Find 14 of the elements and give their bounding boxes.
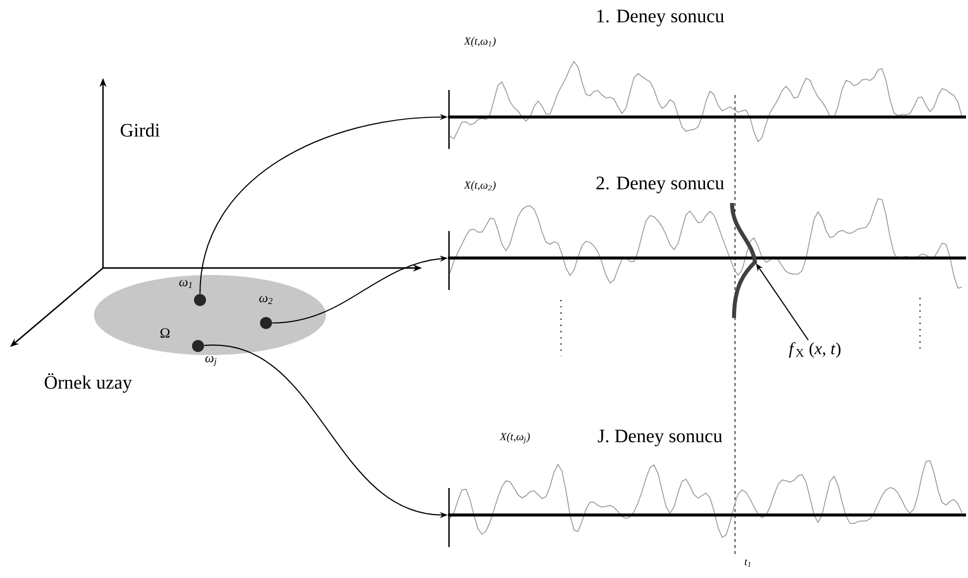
point-label: ω$_{2}$: [259, 296, 272, 304]
point-label: ω$_{j}$: [205, 356, 216, 366]
plot-title: 1. Deney sonucu: [597, 10, 724, 26]
plot-title: 2. Deney sonucu: [596, 176, 724, 194]
signal-label: X(t,ω$_{j}$): [500, 432, 530, 444]
signal-label: X(t,ω$_{1}$): [464, 37, 496, 47]
density-curve: [730, 202, 757, 318]
plot-title: J. Deney sonucu: [598, 430, 722, 446]
signal-label: X(t,ω$_{2}$): [464, 181, 496, 191]
point-label: ω$_{1}$: [179, 280, 192, 288]
density-label: f$_{X}$ (x, t): [788, 342, 840, 358]
axis-label: Girdi: [120, 123, 160, 137]
axis-label: Örnek uzay: [44, 373, 132, 393]
time-label: t$_{1}$: [744, 559, 750, 567]
